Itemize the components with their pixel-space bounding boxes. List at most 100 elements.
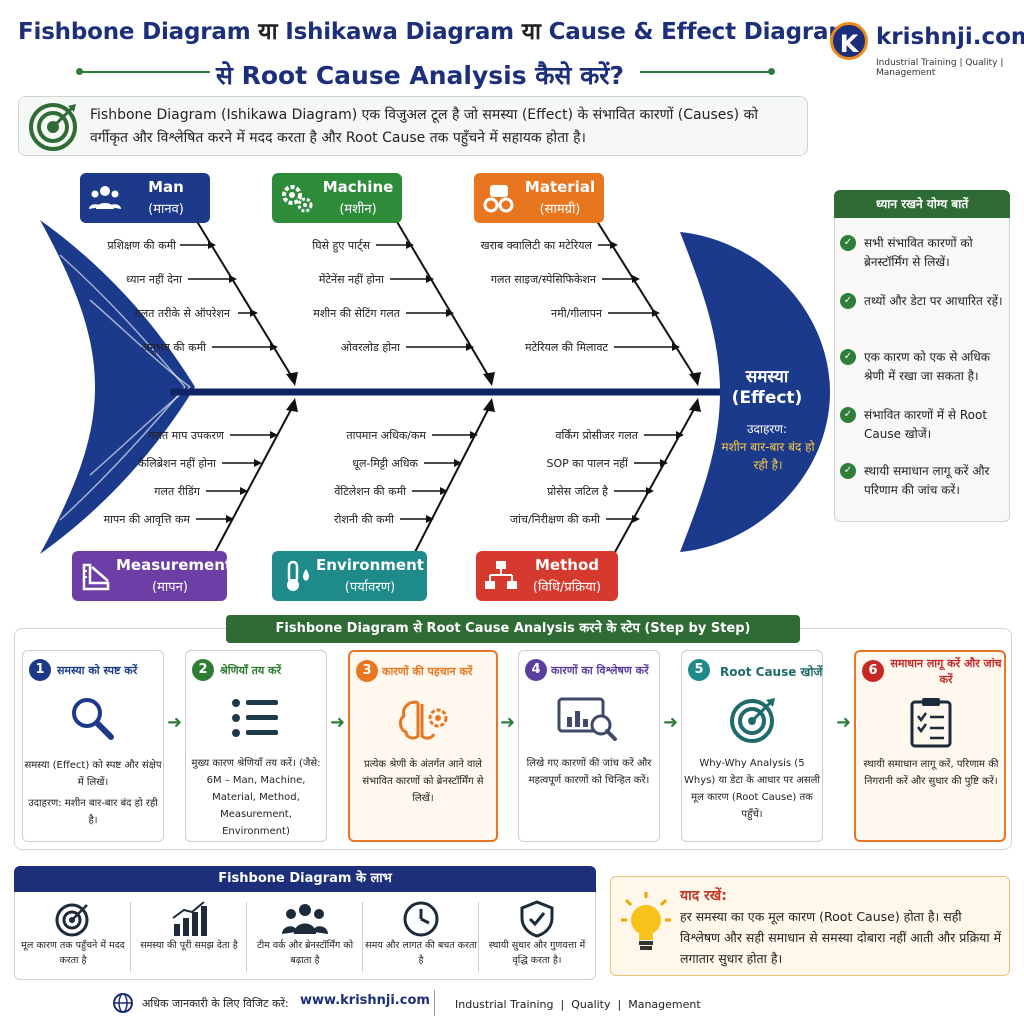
category-name: Measurement [116,556,233,574]
category-sub: (मानव) [148,202,184,217]
step-card-5: 5 Root Cause खोजें Why-Why Analysis (5 W… [681,650,823,842]
ruler-icon [82,563,110,591]
category-method: Method (विधि/प्रक्रिया) [476,551,618,601]
benefits-heading: Fishbone Diagram के लाभ [14,866,596,892]
cause-label: गलत रीडिंग [154,485,200,498]
title-connector: या [513,19,549,45]
remember-text: हर समस्या का एक मूल कारण (Root Cause) हो… [680,909,1002,966]
cause-label: धूल-मिट्टी अधिक [352,457,418,470]
fishbone-diagram [40,209,830,554]
cause-label: मेंटेनेंस नहीं होना [318,273,384,286]
category-sub: (मापन) [152,580,188,595]
magnifier-icon [72,698,114,740]
divider [130,902,131,972]
cause-label: कैलिब्रेशन नहीं होना [137,457,216,470]
analysis-icon [557,697,617,741]
step-arrow: ➜ [836,712,852,733]
logo-name: krishnji.com [876,24,1024,50]
step-title: कारणों की पहचान करें [382,665,473,678]
benefit-text: समय और लागत की बचत करता है [365,940,477,966]
check-icon: ✓ [840,235,856,251]
title-part: Fishbone Diagram [18,19,251,45]
clock-icon [403,901,439,937]
step-desc: स्थायी समाधान लागू करें, परिणाम की निगरा… [863,759,999,787]
cause-label: मटेरियल की मिलावट [525,341,608,354]
step-desc: लिखे गए कारणों की जांच करें और महत्वपूर्… [526,758,652,786]
step-number: 4 [525,659,547,681]
tips-heading: ध्यान रखने योग्य बातें [834,190,1010,218]
step-title: श्रेणियाँ तय करें [220,664,282,677]
benefit-item: टीम वर्क और ब्रेनस्टॉर्मिंग को बढ़ाता है [248,892,362,980]
tip-text: संभावित कारणों में से Root Cause खोजें। [864,408,988,441]
step-number: 3 [356,660,378,682]
category-machine: Machine (मशीन) [272,173,402,223]
step-desc-example: उदाहरण: मशीन बार-बार बंद हो रही है। [28,798,158,826]
footer-tags: Industrial Training | Quality | Manageme… [455,998,701,1011]
footer-tag: Quality [571,998,611,1011]
step-title: समाधान लागू करें और जांच करें [890,657,1002,686]
cause-label: तापमान अधिक/कम [346,429,426,442]
benefit-text: स्थायी सुधार और गुणवत्ता में वृद्धि करता… [488,940,586,966]
category-sub: (मशीन) [339,202,377,217]
category-material: Material (सामग्री) [474,173,604,223]
title-ornament-right [640,71,770,73]
cause-label: वर्किंग प्रोसीजर गलत [555,429,638,442]
category-name: Man [148,178,184,196]
cause-label: घिसे हुए पार्ट्स [312,239,370,252]
divider [362,902,363,972]
category-name: Machine [322,178,394,196]
step-title: कारणों का विश्लेषण करें [551,664,649,677]
steps-heading: Fishbone Diagram से Root Cause Analysis … [226,615,800,643]
step-card-4: 4 कारणों का विश्लेषण करें लिखे गए कारणों… [518,650,660,842]
step-arrow: ➜ [500,712,516,733]
team-icon [282,904,328,934]
check-icon: ✓ [840,407,856,423]
footer-url-link[interactable]: www.krishnji.com [300,993,430,1008]
people-icon [89,186,121,209]
cause-label: खराब क्वालिटी का मटेरियल [480,239,592,252]
tip-text: तथ्यों और डेटा पर आधारित रहें। [864,294,1003,308]
gears-icon [282,185,313,213]
lightbulb-icon [621,892,671,950]
thermometer-icon [287,560,309,591]
benefit-text: समस्या की पूरी समझ देता है [140,940,238,951]
check-icon: ✓ [840,463,856,479]
cause-label: गलत तरीके से ऑपरेशन [134,307,231,320]
step-arrow: ➜ [330,712,346,733]
footer-tag: Management [628,998,701,1011]
flowchart-icon [485,561,517,589]
category-man: Man (मानव) [80,173,210,223]
intro-text: Fishbone Diagram (Ishikawa Diagram) एक व… [90,107,758,146]
tip-text: स्थायी समाधान लागू करें और परिणाम की जां… [864,464,990,497]
remember-panel [610,876,1010,976]
step-card-3: 3 कारणों की पहचान करें प्रत्येक श्रेणी क… [348,650,498,842]
cause-label: ध्यान नहीं देना [125,273,182,286]
checklist-icon [910,698,952,748]
step-number: 6 [862,660,884,682]
title-part: Ishikawa Diagram [285,19,514,45]
title-ornament-left [80,71,210,73]
divider [246,902,247,972]
check-icon: ✓ [840,293,856,309]
step-card-2: 2 श्रेणियाँ तय करें मुख्य कारण श्रेणियाँ… [185,650,327,842]
target-icon [29,103,77,151]
category-name: Method [535,556,599,574]
title-connector: या [250,19,286,45]
fish-tail [40,220,195,554]
check-icon: ✓ [840,349,856,365]
effect-title: समस्या [745,367,789,387]
benefit-item: मूल कारण तक पहुँचने में मदद करता है [16,892,130,980]
step-card-6: 6 समाधान लागू करें और जांच करें स्थायी स… [854,650,1006,842]
benefit-item: समय और लागत की बचत करता है [364,892,478,980]
cause-label: ओवरलोड होना [340,341,400,354]
remember-heading: याद रखें: [680,888,727,904]
cause-label: गलत साइज/स्पेसिफिकेशन [490,273,596,286]
list-icon [232,699,278,737]
step-card-1: 1 समस्या को स्पष्ट करें समस्या (Effect) … [22,650,164,842]
category-sub: (सामग्री) [539,202,581,217]
title-part: Cause & Effect Diagram [548,19,853,45]
step-desc: Why-Why Analysis (5 Whys) या डेटा के आधा… [684,758,820,820]
footer-visit-text: अधिक जानकारी के लिए विजिट करें: [142,997,289,1010]
divider [478,902,479,972]
step-number: 1 [29,659,51,681]
